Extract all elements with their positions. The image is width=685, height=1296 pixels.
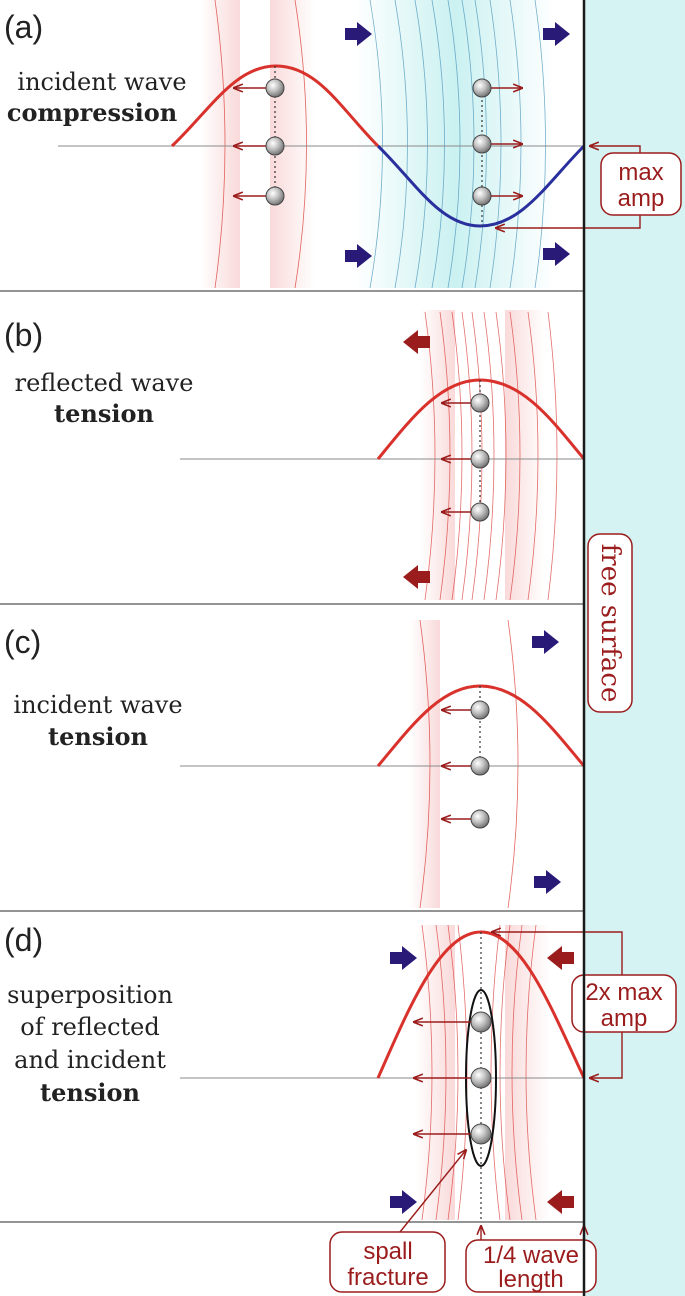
particle-sphere-icon: [470, 449, 490, 469]
particle-sphere-icon: [470, 1011, 492, 1033]
panel-caption-line3: and incident: [14, 1046, 166, 1074]
left-arrow-icon: [547, 946, 574, 970]
panel-caption-line2: compression: [7, 98, 177, 127]
spall-fracture-label-line1: spall: [363, 1238, 412, 1265]
particle-sphere-icon: [472, 186, 492, 206]
particle-sphere-icon: [470, 1067, 492, 1089]
two-x-max-amp-label-line1: 2x max: [585, 979, 662, 1006]
incident-tension-wave-curve: [376, 684, 586, 767]
red-wavefront-glow: [505, 310, 545, 600]
panel-caption-line2: tension: [54, 399, 154, 428]
particle-sphere-icon: [472, 78, 492, 98]
panel-caption-line4: tension: [40, 1078, 140, 1107]
particle-sphere-icon: [265, 186, 285, 206]
particle-sphere-icon: [470, 1123, 492, 1145]
max-amp-callout-box: [600, 152, 682, 216]
left-arrow-icon: [403, 565, 430, 589]
left-arrow-icon: [403, 330, 430, 354]
right-arrow-icon: [543, 242, 570, 266]
left-arrow-icon: [547, 1190, 574, 1214]
panel-caption-line2: of reflected: [20, 1013, 160, 1041]
max-amp-label-line1: max: [618, 159, 663, 186]
quarter-wavelength-callout-box: [465, 1239, 597, 1293]
free-surface-label: free surface: [595, 544, 625, 703]
right-arrow-icon: [345, 244, 372, 268]
panel-caption-line2: tension: [48, 722, 148, 751]
particle-sphere-icon: [470, 393, 490, 413]
panel-label: (a): [4, 9, 43, 45]
particle-sphere-icon: [470, 700, 490, 720]
quarter-wavelength-label-line2: length: [498, 1266, 563, 1293]
panel-label: (c): [4, 624, 41, 660]
free-surface-callout-box: [587, 533, 633, 713]
red-wavefront-glow: [415, 925, 455, 1220]
spall-fracture-leader: [399, 1150, 466, 1233]
max-amp-label-line2: amp: [618, 185, 665, 212]
panel-caption-line1: incident wave: [13, 691, 182, 719]
tension-half-wave-curve: [376, 144, 586, 228]
panel-caption-line1: reflected wave: [15, 369, 194, 397]
spall-fracture-label-line2: fracture: [347, 1264, 428, 1291]
right-arrow-icon: [543, 22, 570, 46]
panel-label: (b): [4, 317, 43, 353]
right-arrow-icon: [534, 870, 561, 894]
particle-sphere-icon: [265, 136, 285, 156]
panel-a: max amp (a) incident wave compression: [4, 0, 682, 289]
two-x-max-amp-callout-box: [571, 974, 677, 1033]
two-x-max-amp-leader: [492, 932, 623, 975]
two-x-max-amp-label-line2: amp: [601, 1005, 648, 1032]
right-arrow-icon: [345, 22, 372, 46]
spall-fracture-callout-box: [329, 1231, 446, 1293]
right-arrow-icon: [390, 946, 417, 970]
panel-label: (d): [4, 922, 43, 958]
panel-b: (b) reflected wave tension: [4, 310, 586, 601]
red-wavefront-glow: [410, 620, 440, 908]
right-arrow-icon: [532, 630, 559, 654]
particle-sphere-icon: [470, 756, 490, 776]
red-wavefront-glow: [505, 925, 550, 1220]
panel-caption-line1: incident wave: [17, 68, 186, 96]
particle-sphere-icon: [470, 809, 490, 829]
quarter-wavelength-label-line1: 1/4 wave: [483, 1242, 579, 1269]
particle-sphere-icon: [265, 78, 285, 98]
particle-sphere-icon: [472, 134, 492, 154]
teal-wavefront-glow: [355, 0, 555, 288]
right-arrow-icon: [390, 1190, 417, 1214]
particle-sphere-icon: [470, 502, 490, 522]
compression-half-wave-curve: [170, 64, 380, 148]
two-x-max-amp-leader: [590, 1032, 623, 1078]
panel-caption-line1: superposition: [7, 981, 173, 1009]
panel-c: (c) incident wave tension: [4, 619, 586, 909]
panel-d: 2x max amp spall fracture 1/4 wave lengt…: [4, 922, 677, 1293]
